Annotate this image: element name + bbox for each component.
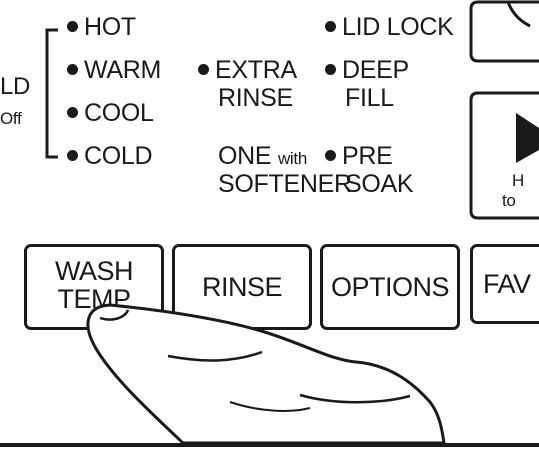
indicator-dot <box>325 64 336 75</box>
option-softener-line2: SOFTENER <box>218 170 352 198</box>
right-partial-text: H <box>512 171 524 190</box>
indicator-dot <box>67 64 78 75</box>
option-pre-soak-line2: SOAK <box>345 170 414 198</box>
left-partial-label: LD <box>0 73 31 100</box>
fav-button[interactable]: FAV <box>470 244 539 324</box>
option-lid-lock: LID LOCK <box>325 14 454 40</box>
indicator-dot <box>325 21 336 32</box>
option-extra-rinse-line2: RINSE <box>218 84 293 112</box>
play-icon <box>516 113 539 163</box>
temp-option-warm: WARM <box>67 57 161 83</box>
indicator-dot <box>67 107 78 118</box>
option-extra-rinse: EXTRA <box>198 57 297 83</box>
panel-bottom-edge <box>0 443 539 447</box>
option-deep-fill: DEEP <box>325 57 409 83</box>
indicator-dot <box>325 150 336 161</box>
temp-option-cool: COOL <box>67 100 154 126</box>
right-partial-text-2: to <box>502 191 516 210</box>
option-pre-soak: PRE <box>325 143 393 169</box>
option-deep-fill-line2: FILL <box>345 84 394 112</box>
indicator-dot <box>67 21 78 32</box>
option-one-with-softener: ONE with <box>218 142 307 170</box>
options-button[interactable]: OPTIONS <box>320 244 460 330</box>
indicator-dot <box>67 150 78 161</box>
left-partial-sublabel: Off <box>0 109 22 128</box>
temp-option-cold: COLD <box>67 143 153 169</box>
indicator-dot <box>198 64 209 75</box>
temp-option-hot: HOT <box>67 14 136 40</box>
